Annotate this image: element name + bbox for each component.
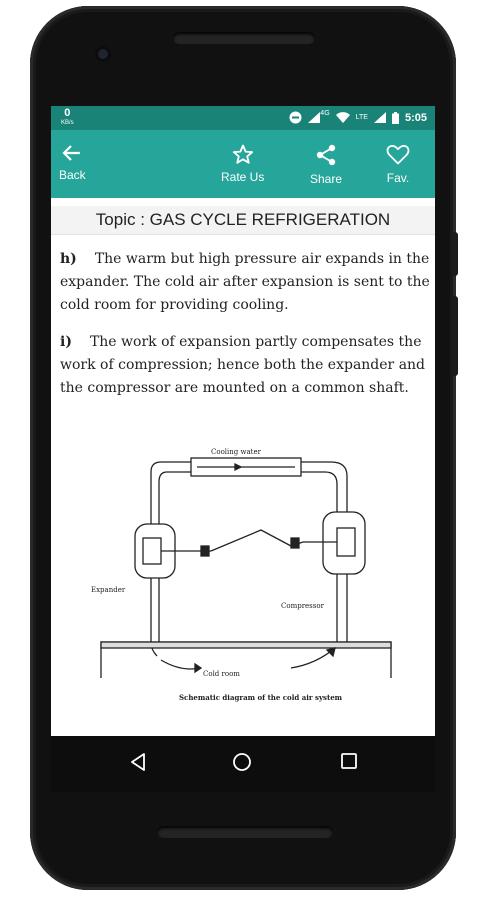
cooling-water-label: Cooling water [211, 448, 262, 456]
page-title: Topic : GAS CYCLE REFRIGERATION [51, 206, 435, 235]
back-button[interactable]: Back [59, 144, 86, 182]
article-content: h)The warm but high pressure air expands… [60, 248, 430, 414]
flow-arrow-icon [325, 647, 336, 658]
lte-label: LTE [355, 114, 368, 121]
arrow-left-icon [62, 145, 81, 161]
network-speed: 0 KB/s [61, 107, 74, 127]
cold-air-system-diagram: Cooling water Expander Compressor Cold r… [91, 448, 392, 702]
earpiece-speaker [173, 32, 315, 44]
paragraph-text: The work of expansion partly compensates… [60, 334, 426, 396]
share-icon [316, 144, 336, 166]
flow-arrow-icon [194, 662, 203, 674]
bottom-speaker [157, 826, 333, 838]
expander-label: Expander [91, 586, 126, 594]
flow-arrow-icon [234, 462, 243, 472]
pipe-to-expander-outer [150, 461, 191, 524]
star-icon [232, 144, 253, 164]
do-not-disturb-icon [289, 111, 302, 124]
compressor-piston [336, 527, 356, 557]
crank-linkage [210, 529, 304, 552]
status-bar: 0 KB/s 4G LTE 5:05 [51, 106, 435, 130]
shaft-coupling [290, 537, 300, 549]
system-navigation-bar [51, 736, 435, 792]
front-camera [95, 46, 111, 62]
paragraph-marker: i) [60, 334, 72, 350]
pipe-to-compressor-inner [301, 471, 338, 512]
heart-icon [386, 144, 410, 165]
network-type: 4G [320, 110, 330, 117]
screen: 0 KB/s 4G LTE 5:05 Back Rate Us [51, 106, 435, 736]
paragraph-i: i)The work of expansion partly compensat… [60, 331, 430, 400]
cell-signal-icon [373, 112, 386, 123]
status-icons: 4G LTE 5:05 [289, 110, 427, 124]
shaft-coupling [200, 545, 210, 557]
pipe-to-expander-inner [158, 471, 191, 524]
volume-button [452, 232, 458, 276]
nav-home-icon[interactable] [232, 752, 252, 772]
favorite-button[interactable]: Fav. [386, 144, 410, 185]
mobile-signal-icon [308, 112, 321, 123]
app-toolbar: Back Rate Us Share Fav. [51, 130, 435, 198]
paragraph-marker: h) [60, 251, 77, 267]
cold-room-label: Cold room [203, 670, 240, 678]
nav-recents-icon[interactable] [340, 752, 358, 770]
nav-back-icon[interactable] [129, 752, 147, 772]
compressor-body [322, 511, 366, 575]
share-button[interactable]: Share [310, 144, 342, 186]
battery-icon [391, 111, 399, 124]
rate-us-button[interactable]: Rate Us [221, 144, 264, 184]
expander-piston [142, 537, 162, 565]
clock: 5:05 [404, 111, 427, 124]
diagram-caption: Schematic diagram of the cold air system [179, 693, 343, 702]
paragraph-h: h)The warm but high pressure air expands… [60, 248, 430, 317]
wifi-icon [335, 112, 350, 123]
cold-room-roof [100, 641, 392, 649]
compressor-label: Compressor [281, 602, 325, 610]
cooler-box [190, 457, 302, 477]
power-button [452, 296, 458, 376]
paragraph-text: The warm but high pressure air expands i… [60, 251, 430, 313]
pipe-to-compressor-outer [301, 461, 348, 512]
